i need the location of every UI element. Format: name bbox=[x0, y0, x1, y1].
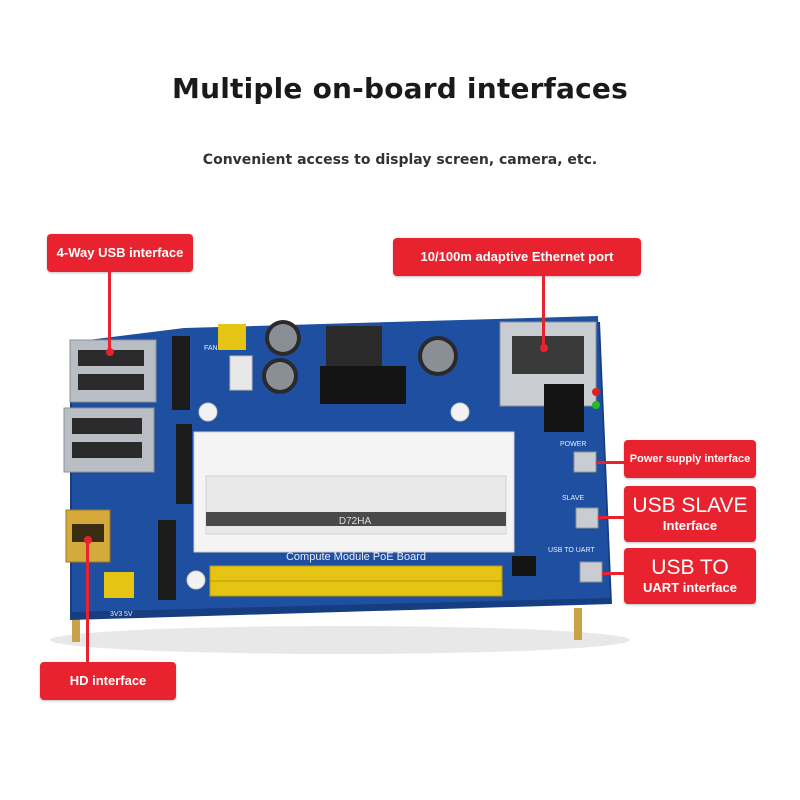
page-title: Multiple on-board interfaces bbox=[172, 72, 628, 105]
svg-text:USB TO UART: USB TO UART bbox=[548, 547, 595, 554]
gpio-header bbox=[209, 565, 503, 597]
page-subtitle: Convenient access to display screen, cam… bbox=[202, 152, 598, 168]
svg-text:POWER: POWER bbox=[560, 441, 586, 448]
callout-usb-slave: USB SLAVE Interface bbox=[624, 486, 756, 542]
leader-line-ethernet bbox=[542, 276, 545, 348]
leader-dot-usb4 bbox=[106, 348, 114, 356]
callout-usb4: 4-Way USB interface bbox=[47, 234, 193, 272]
callout-ethernet: 10/100m adaptive Ethernet port bbox=[393, 238, 641, 276]
leader-line-power bbox=[596, 461, 624, 464]
callout-hd: HD interface bbox=[40, 662, 176, 700]
usb-port-stack bbox=[63, 339, 157, 473]
leader-line-usb4 bbox=[108, 272, 111, 352]
compute-module-socket: D72HA bbox=[193, 431, 515, 553]
svg-text:5V: 5V bbox=[124, 611, 133, 618]
leader-line-usb-slave bbox=[598, 516, 624, 519]
leader-line-hd bbox=[86, 540, 89, 662]
callout-usb-uart: USB TO UART interface bbox=[624, 548, 756, 604]
svg-text:SLAVE: SLAVE bbox=[562, 495, 584, 502]
leader-line-usb-uart bbox=[602, 572, 624, 575]
callout-power: Power supply interface bbox=[624, 440, 756, 478]
svg-text:FAN: FAN bbox=[204, 345, 218, 352]
socket-label: D72HA bbox=[339, 516, 372, 527]
silk-board-name: Compute Module PoE Board bbox=[286, 551, 426, 563]
svg-text:3V3: 3V3 bbox=[110, 611, 123, 618]
leader-dot-hd bbox=[84, 536, 92, 544]
leader-dot-ethernet bbox=[540, 344, 548, 352]
